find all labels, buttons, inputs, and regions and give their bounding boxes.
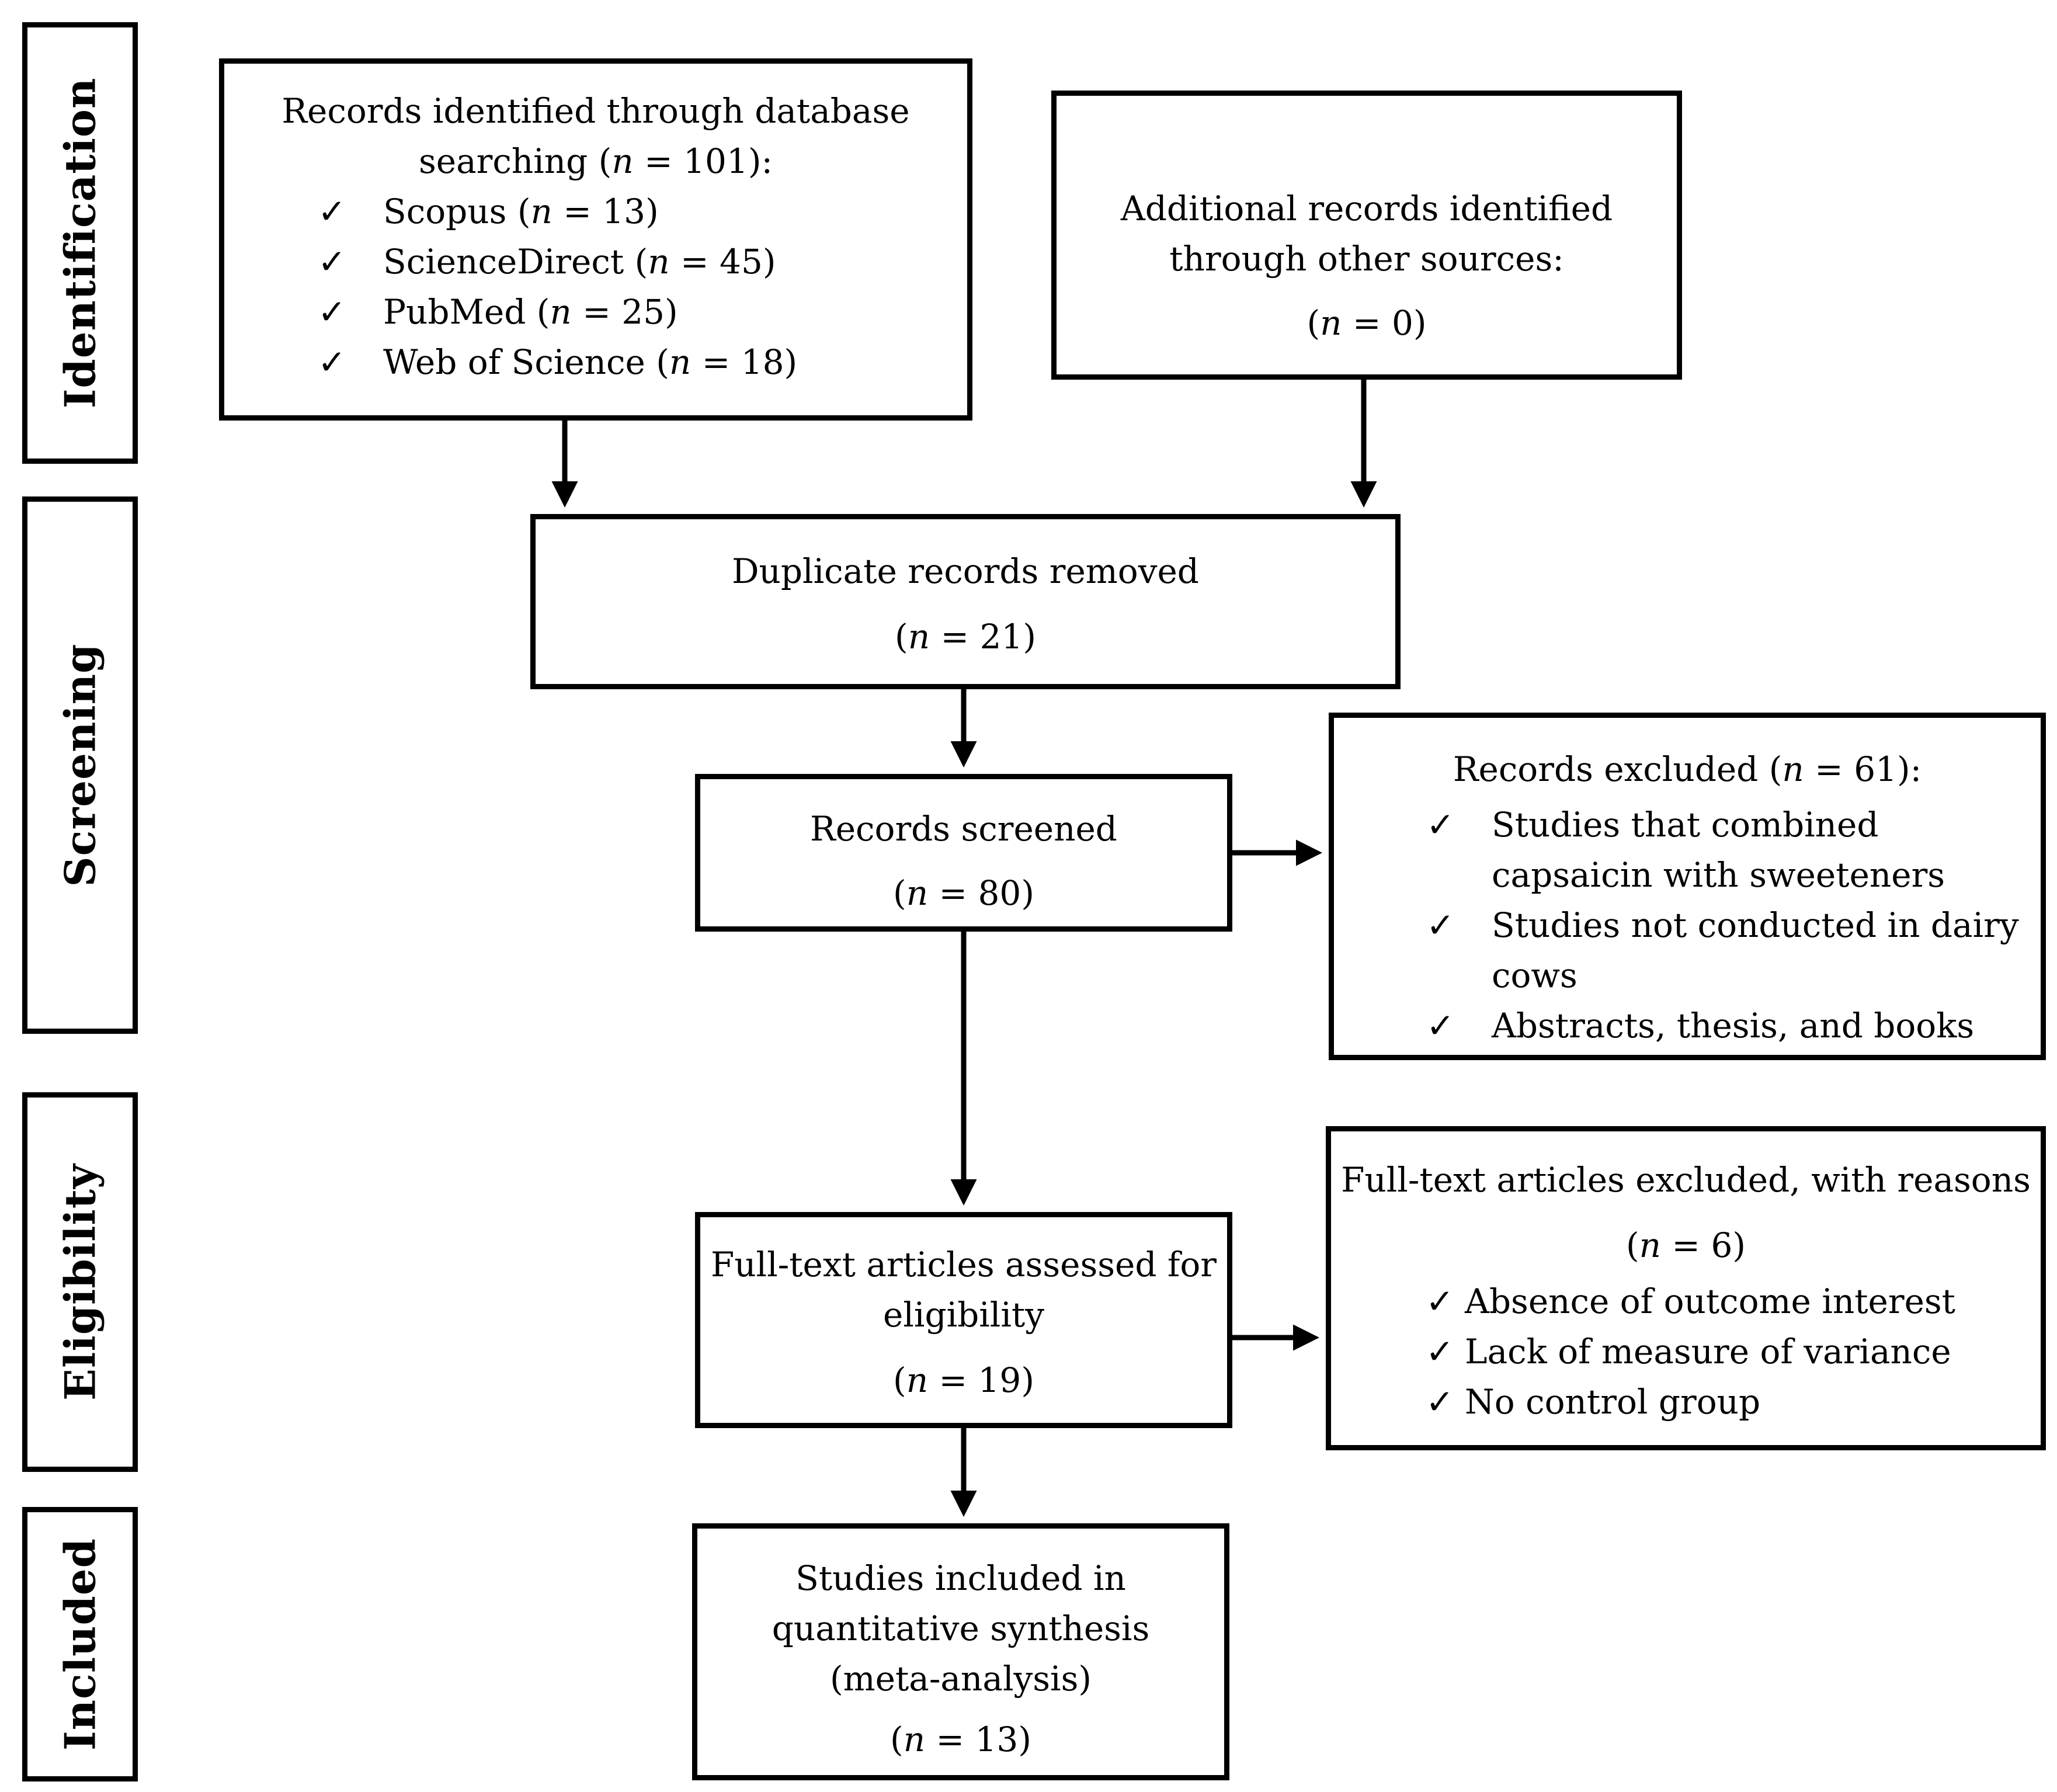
fulltext-reason-outcome: ✓ Absence of outcome interest xyxy=(1426,1282,1955,1321)
check-icon: ✓ xyxy=(318,292,346,332)
source-scopus: ✓Scopus (n = 13) xyxy=(318,186,797,237)
excluded-reason-not-dairy: ✓Studies not conducted in dairy xyxy=(1426,900,2019,950)
check-icon: ✓ xyxy=(1426,1282,1454,1321)
duplicates-removed-box: Duplicate records removed (n = 21) xyxy=(530,514,1401,689)
duplicates-removed-count: (n = 21) xyxy=(895,617,1036,657)
other-sources-box: Additional records identified through ot… xyxy=(1051,91,1682,380)
studies-included-title-3: (meta-analysis) xyxy=(830,1659,1092,1699)
records-screened-box: Records screened (n = 80) xyxy=(695,774,1232,932)
database-source-list: ✓Scopus (n = 13) ✓ScienceDirect (n = 45)… xyxy=(318,186,797,387)
duplicates-removed-title: Duplicate records removed xyxy=(732,551,1199,591)
check-icon: ✓ xyxy=(1426,1006,1455,1046)
fulltext-reason-control: ✓ No control group xyxy=(1426,1382,1761,1422)
check-icon: ✓ xyxy=(318,242,346,282)
fulltext-excluded-box: Full-text articles excluded, with reason… xyxy=(1326,1126,2046,1450)
check-icon: ✓ xyxy=(1426,805,1455,845)
records-excluded-reasons: ✓Studies that combined capsaicin with sw… xyxy=(1426,800,2019,1051)
records-excluded-title: Records excluded (n = 61): xyxy=(1453,749,1922,789)
database-search-title: Records identified through database xyxy=(282,91,910,131)
source-sciencedirect: ✓ScienceDirect (n = 45) xyxy=(318,237,797,287)
database-search-total: searching (n = 101): xyxy=(418,141,773,181)
source-pubmed: ✓PubMed (n = 25) xyxy=(318,287,797,337)
fulltext-assessed-title-2: eligibility xyxy=(883,1295,1044,1335)
studies-included-box: Studies included in quantitative synthes… xyxy=(692,1523,1229,1780)
other-sources-title-2: through other sources: xyxy=(1169,239,1564,279)
studies-included-title-2: quantitative synthesis xyxy=(772,1609,1150,1648)
fulltext-excluded-reasons: ✓ Absence of outcome interest ✓ Lack of … xyxy=(1426,1276,1955,1427)
check-icon: ✓ xyxy=(1426,905,1455,945)
fulltext-excluded-title: Full-text articles excluded, with reason… xyxy=(1341,1160,2031,1200)
database-search-box: Records identified through database sear… xyxy=(219,58,972,421)
fulltext-assessed-count: (n = 19) xyxy=(893,1360,1034,1400)
fulltext-reason-variance: ✓ Lack of measure of variance xyxy=(1426,1332,1951,1371)
records-excluded-box: Records excluded (n = 61): ✓Studies that… xyxy=(1329,713,2046,1060)
fulltext-assessed-title-1: Full-text articles assessed for xyxy=(710,1245,1217,1284)
check-icon: ✓ xyxy=(318,192,346,231)
source-web-of-science: ✓Web of Science (n = 18) xyxy=(318,337,797,387)
check-icon: ✓ xyxy=(1426,1382,1454,1422)
studies-included-title-1: Studies included in xyxy=(795,1558,1126,1598)
other-sources-count: (n = 0) xyxy=(1307,303,1427,343)
excluded-reason-abstracts: ✓Abstracts, thesis, and books xyxy=(1426,1001,2019,1051)
stage-included: Included xyxy=(22,1507,138,1781)
stage-screening: Screening xyxy=(22,496,138,1034)
records-screened-title: Records screened xyxy=(810,809,1117,849)
stage-eligibility: Eligibility xyxy=(22,1092,138,1472)
fulltext-assessed-box: Full-text articles assessed for eligibil… xyxy=(695,1212,1232,1428)
studies-included-count: (n = 13) xyxy=(890,1720,1031,1759)
other-sources-title-1: Additional records identified xyxy=(1120,189,1613,228)
stage-identification: Identification xyxy=(22,22,138,464)
excluded-reason-sweeteners-cont: capsaicin with sweeteners xyxy=(1492,855,1945,895)
check-icon: ✓ xyxy=(1426,1332,1454,1371)
fulltext-excluded-count: (n = 6) xyxy=(1626,1225,1746,1265)
records-screened-count: (n = 80) xyxy=(893,873,1034,913)
excluded-reason-not-dairy-cont: cows xyxy=(1492,956,1578,995)
excluded-reason-sweeteners: ✓Studies that combined xyxy=(1426,800,2019,850)
check-icon: ✓ xyxy=(318,342,346,382)
